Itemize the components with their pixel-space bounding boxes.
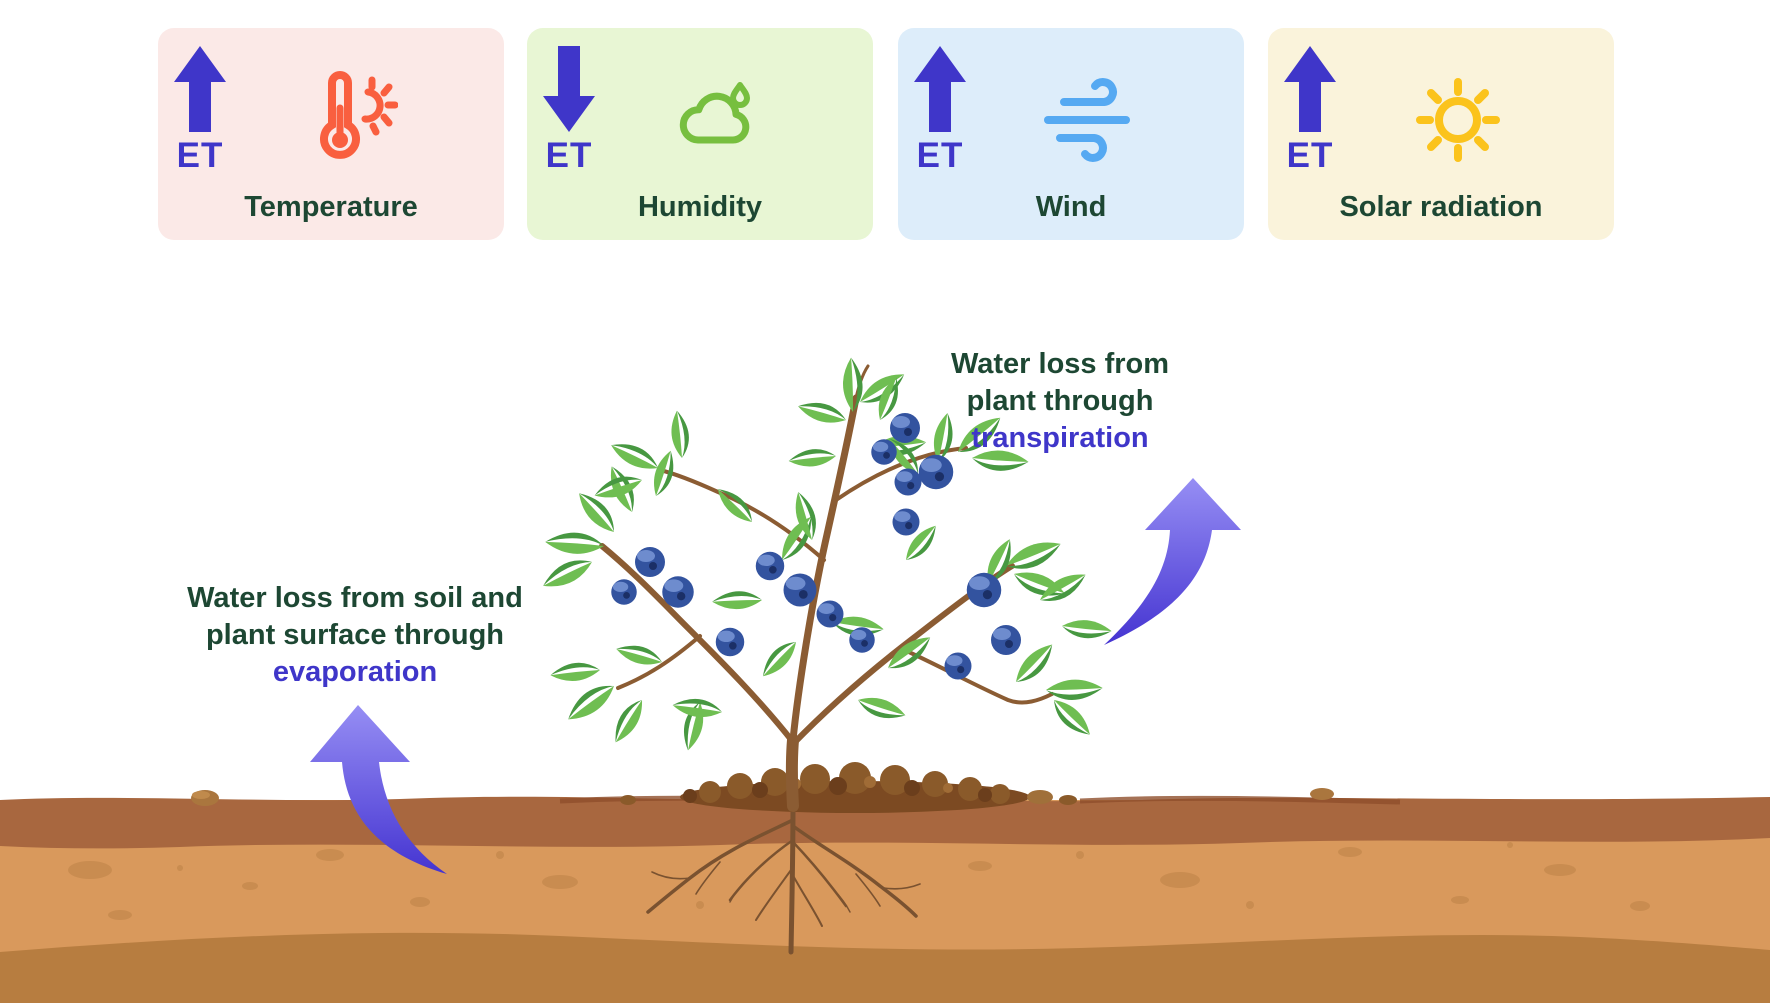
et-label: ET: [916, 136, 964, 175]
et-up-arrow-icon: [1284, 46, 1336, 132]
card-temperature: ET Temperature: [158, 28, 504, 240]
et-up-arrow-icon: [914, 46, 966, 132]
card-wind: ET Wind: [898, 28, 1244, 240]
pebbles: [191, 788, 1334, 806]
card-label-humidity: Humidity: [637, 191, 763, 223]
sun-icon: [1416, 78, 1501, 162]
blueberry-plant-illustration: [539, 356, 1113, 812]
thermometer-sun-icon: [320, 71, 399, 159]
card-solar-radiation: ET Solar radiation: [1268, 28, 1614, 240]
card-label-solar-radiation: Solar radiation: [1339, 191, 1543, 223]
card-humidity: ET Humidity: [527, 28, 873, 240]
evaporation-keyword: evaporation: [272, 656, 438, 688]
et-up-arrow-icon: [174, 46, 226, 132]
et-down-arrow-icon: [543, 46, 595, 132]
card-label-wind: Wind: [1035, 191, 1107, 223]
cloud-droplet-icon: [680, 82, 751, 144]
transpiration-keyword: transpiration: [971, 422, 1149, 454]
et-label: ET: [1286, 136, 1334, 175]
transpiration-annotation: Water loss from plant through transpirat…: [880, 346, 1240, 457]
evaporation-arrow-icon: [310, 705, 447, 874]
transpiration-line2: plant through: [966, 385, 1154, 417]
transpiration-arrow-icon: [1104, 478, 1241, 645]
card-label-temperature: Temperature: [244, 191, 418, 223]
et-label: ET: [176, 136, 224, 175]
evaporation-line1: Water loss from soil and: [187, 582, 523, 614]
et-label: ET: [545, 136, 593, 175]
evaporation-annotation: Water loss from soil and plant surface t…: [135, 580, 575, 691]
transpiration-line1: Water loss from: [950, 348, 1170, 380]
wind-icon: [1044, 78, 1131, 162]
evaporation-line2: plant surface through: [205, 619, 505, 651]
dirt-mound: [191, 762, 1334, 813]
plant-roots: [646, 803, 921, 955]
soil-illustration: [0, 795, 1770, 1003]
